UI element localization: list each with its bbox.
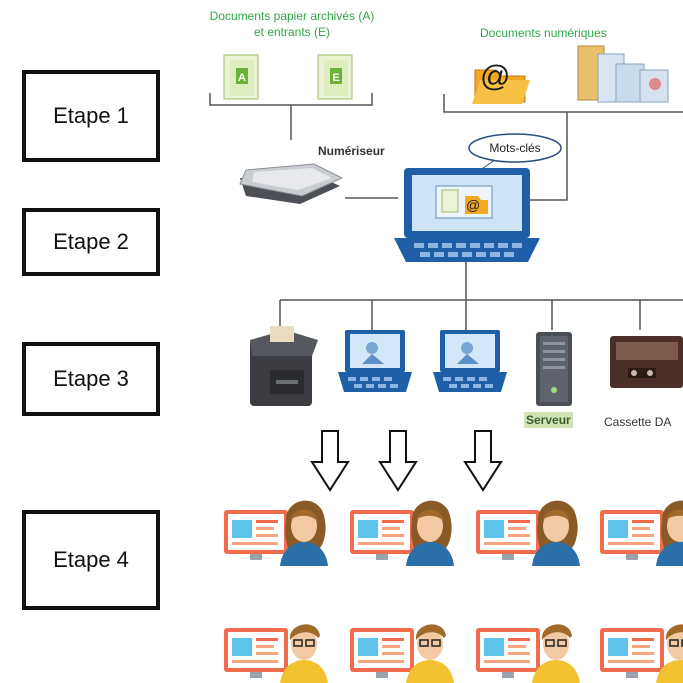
paper-docs-bracket: [209, 93, 373, 140]
cassette-icon: [610, 336, 683, 388]
user-workstation-icon-8: [599, 623, 683, 683]
printer-icon: [250, 326, 318, 406]
binders-icon: [577, 45, 669, 103]
stage-1-label: Etape 1: [53, 103, 129, 128]
paper-doc-a-letter: A: [238, 72, 246, 84]
email-at-sign: @: [480, 60, 510, 93]
digital-docs-bracket: [443, 94, 683, 201]
server-icon: [536, 332, 572, 406]
user-workstation-icon-2: [350, 500, 454, 566]
email-folder-icon: @: [472, 60, 530, 104]
down-arrow-icon-3: [463, 430, 503, 492]
stage-4-box: Etape 4: [22, 510, 160, 610]
user-workstation-icon-5: [223, 623, 329, 683]
main-laptop-icon: @: [394, 168, 540, 262]
keywords-oval: [468, 133, 562, 163]
scanner-label: Numériseur: [318, 144, 385, 158]
paper-doc-e-icon: E: [317, 54, 353, 100]
stage-3-label: Etape 3: [53, 366, 129, 391]
paper-doc-a-icon: A: [223, 54, 259, 100]
paper-docs-line2: et entrants (E): [253, 25, 331, 39]
stage-4-label: Etape 4: [53, 547, 129, 572]
scanner-icon: [239, 163, 344, 204]
paper-doc-e-letter: E: [332, 72, 339, 84]
paper-docs-line1: Documents papier archivés (A): [209, 9, 375, 23]
svg-text:@: @: [466, 197, 480, 213]
keywords-label: Mots-clés: [489, 141, 540, 155]
digital-docs-label: Documents numériques: [480, 26, 607, 40]
server-label: Serveur: [524, 412, 573, 428]
distribution-lines: [279, 262, 683, 330]
stage-2-box: Etape 2: [22, 208, 160, 276]
cassette-label: Cassette DA: [604, 415, 672, 429]
user-workstation-icon-3: [476, 500, 580, 566]
server-label-text: Serveur: [524, 412, 573, 428]
laptop-icon-1: [338, 330, 412, 392]
stage-2-label: Etape 2: [53, 229, 129, 254]
stage-3-box: Etape 3: [22, 342, 160, 416]
paper-docs-label: Documents papier archivés (A) et entrant…: [182, 8, 402, 40]
down-arrow-icon-2: [378, 430, 418, 492]
user-workstation-icon-1: [224, 500, 328, 566]
user-workstation-icon-7: [475, 623, 581, 683]
down-arrow-icon-1: [310, 430, 350, 492]
user-workstation-icon-4: [600, 500, 683, 566]
laptop-icon-2: [433, 330, 507, 392]
stage-1-box: Etape 1: [22, 70, 160, 162]
user-workstation-icon-6: [349, 623, 455, 683]
